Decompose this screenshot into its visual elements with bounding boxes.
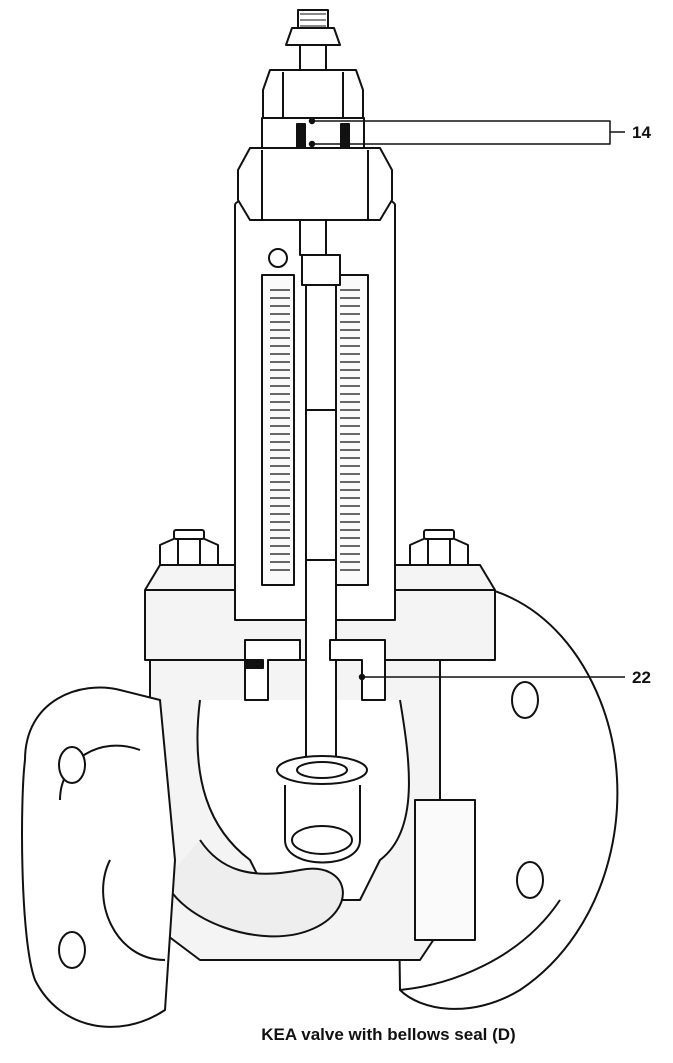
flange-bolt-hole [516,861,544,899]
hex-nut-right [409,529,469,566]
callout-label-22: 22 [632,668,651,687]
flange-bolt-hole [58,931,86,969]
hex-packing-nut [237,147,393,221]
stem-thread-top [285,9,341,46]
callout-leader-22 [358,673,625,681]
left-flange [21,686,176,1028]
figure-caption-text: KEA valve with bellows seal (D) [261,1025,516,1044]
bellows [270,289,360,571]
lock-nut [285,27,341,46]
gasket [244,659,264,669]
flange-bolt-hole [58,746,86,784]
hex-nut-left [159,529,219,566]
gland-nut-top [262,69,364,119]
callout-leader-14 [308,117,625,148]
figure-caption: KEA valve with bellows seal (D) [0,1025,673,1045]
valve-plug [276,755,368,864]
vent-plug [268,248,288,268]
bonnet-joint [244,639,386,701]
flange-bolt-hole [511,681,539,719]
callout-label-14: 14 [632,123,651,142]
